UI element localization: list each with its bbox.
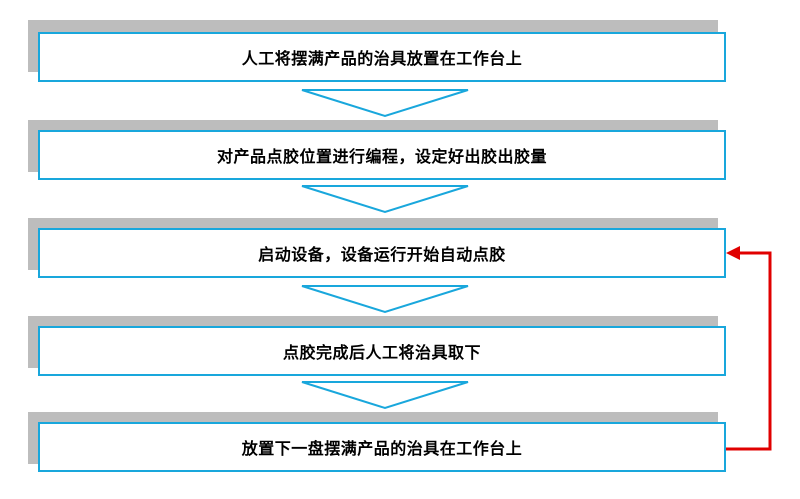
down-arrow-icon bbox=[301, 185, 469, 214]
step-box: 启动设备，设备运行开始自动点胶 bbox=[38, 228, 726, 278]
step-box: 点胶完成后人工将治具取下 bbox=[38, 326, 726, 376]
step-box: 放置下一盘摆满产品的治具在工作台上 bbox=[38, 422, 726, 472]
down-arrow-icon bbox=[301, 381, 469, 410]
step-label: 人工将摆满产品的治具放置在工作台上 bbox=[241, 49, 523, 68]
step-label: 对产品点胶位置进行编程，设定好出胶出胶量 bbox=[216, 147, 547, 166]
step-box: 人工将摆满产品的治具放置在工作台上 bbox=[38, 32, 726, 82]
step-box: 对产品点胶位置进行编程，设定好出胶出胶量 bbox=[38, 130, 726, 180]
step-label: 放置下一盘摆满产品的治具在工作台上 bbox=[241, 439, 523, 458]
down-arrow-icon bbox=[301, 89, 469, 118]
down-arrow-icon bbox=[301, 285, 469, 314]
step-label: 启动设备，设备运行开始自动点胶 bbox=[258, 245, 506, 264]
step-label: 点胶完成后人工将治具取下 bbox=[282, 343, 481, 362]
